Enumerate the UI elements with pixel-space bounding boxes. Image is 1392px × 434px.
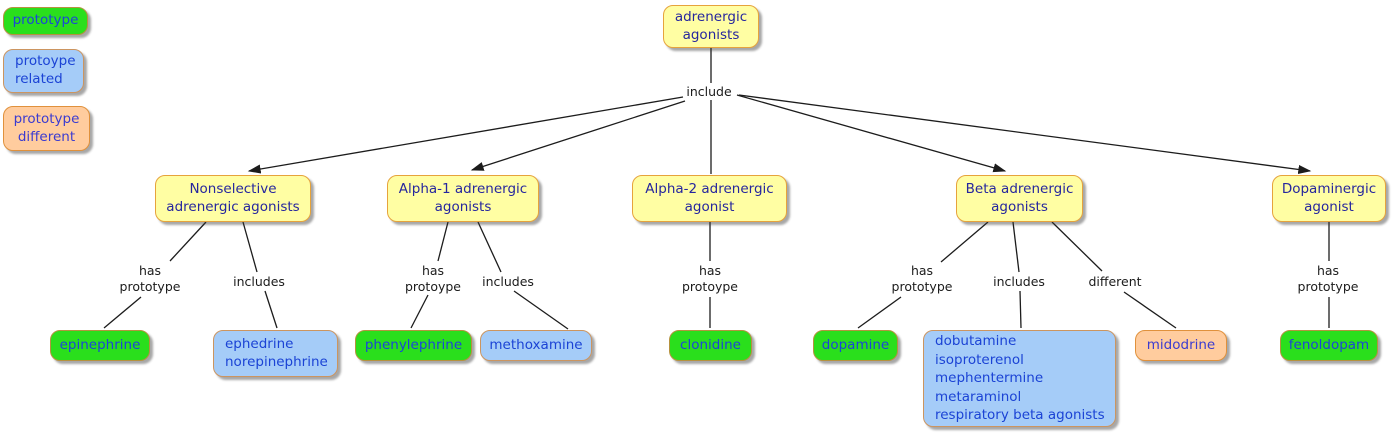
edge-label-nonselective-includes[interactable]: includes [233, 274, 285, 289]
edge-label-include[interactable]: include [686, 84, 732, 99]
node-nonselective-adrenergic-agonists[interactable]: Nonselective adrenergic agonists [155, 175, 311, 222]
edge-label-beta-has-prototype[interactable]: has prototype [891, 263, 953, 294]
edge-label-alpha2-has-protoype[interactable]: has protoype [681, 263, 739, 294]
node-clonidine[interactable]: clonidine [669, 330, 752, 361]
node-alpha-2-adrenergic-agonist[interactable]: Alpha-2 adrenergic agonist [632, 175, 787, 222]
edge-label-beta-different[interactable]: different [1088, 274, 1142, 289]
edge-label-dopaminergic-has-prototype[interactable]: has prototype [1297, 263, 1359, 294]
node-beta-adrenergic-agonists[interactable]: Beta adrenergic agonists [956, 175, 1083, 222]
node-dopamine[interactable]: dopamine [813, 330, 898, 361]
node-fenoldopam[interactable]: fenoldopam [1280, 330, 1378, 361]
node-phenylephrine[interactable]: phenylephrine [355, 330, 472, 361]
edge-label-alpha1-includes[interactable]: includes [482, 274, 534, 289]
node-adrenergic-agonists[interactable]: adrenergic agonists [663, 5, 759, 48]
edge-label-nonselective-has-prototype[interactable]: has prototype [119, 263, 181, 294]
node-epinephrine[interactable]: epinephrine [50, 330, 150, 361]
node-ephedrine-norepinephrine[interactable]: ephedrine norepinephrine [213, 330, 338, 377]
legend-node-prototype[interactable]: prototype [3, 7, 88, 35]
node-alpha-1-adrenergic-agonists[interactable]: Alpha-1 adrenergic agonists [387, 175, 539, 222]
node-beta-agonist-drug-list[interactable]: dobutamine isoproterenol mephentermine m… [923, 330, 1116, 427]
node-midodrine[interactable]: midodrine [1135, 330, 1227, 361]
edge-label-beta-includes[interactable]: includes [993, 274, 1045, 289]
node-dopaminergic-agonist[interactable]: Dopaminergic agonist [1272, 175, 1386, 222]
edge-label-alpha1-has-protoype[interactable]: has protoype [404, 263, 462, 294]
node-methoxamine[interactable]: methoxamine [480, 330, 592, 361]
legend-node-prototype-related[interactable]: protoype related [3, 49, 84, 93]
legend-node-prototype-different[interactable]: prototype different [3, 106, 90, 151]
